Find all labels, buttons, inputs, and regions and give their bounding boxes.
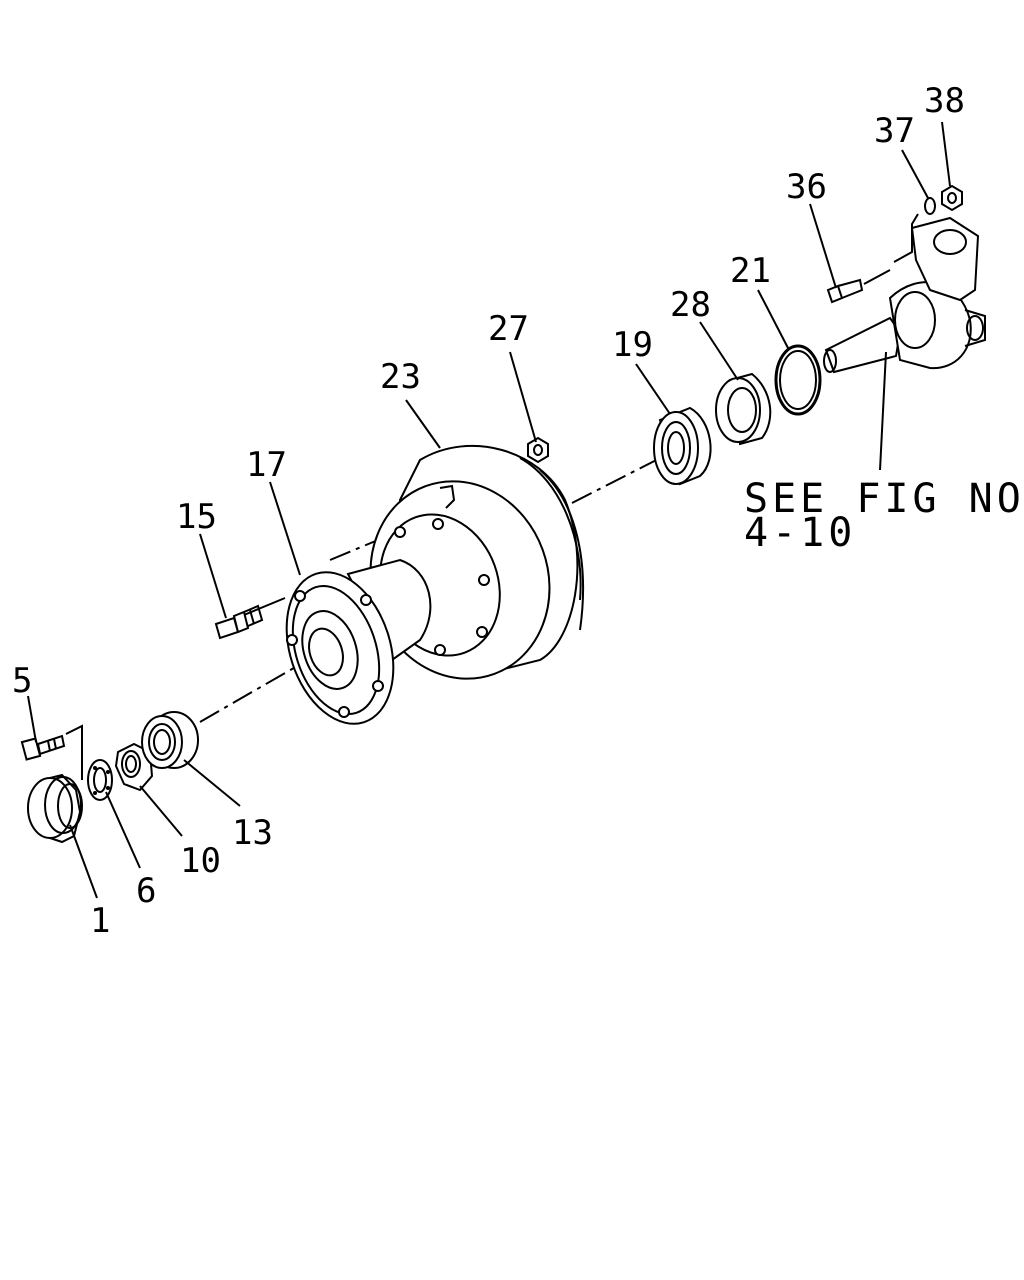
callout-17: 17	[246, 445, 287, 485]
callout-1: 1	[90, 901, 110, 941]
callout-37: 37	[874, 111, 915, 151]
lock-bolt	[20, 734, 66, 761]
callout-28: 28	[670, 285, 711, 325]
brake-drum	[369, 445, 585, 680]
callout-38: 38	[924, 81, 965, 121]
callout-36: 36	[786, 167, 827, 207]
knuckle-nut	[941, 184, 963, 212]
inner-bearing	[653, 406, 712, 486]
hub-stud	[214, 604, 264, 640]
outer-bearing	[141, 711, 199, 769]
callout-13: 13	[232, 813, 273, 853]
grease-cap	[27, 773, 83, 844]
callout-5: 5	[12, 661, 32, 701]
snap-ring	[774, 344, 822, 416]
callout-21: 21	[730, 251, 771, 291]
leader-lines	[27, 121, 951, 899]
small-washer	[924, 197, 936, 215]
hub-nut	[114, 742, 154, 792]
lock-washer	[87, 759, 113, 801]
steering-knuckle	[823, 216, 986, 374]
callout-6: 6	[136, 871, 156, 911]
callout-15: 15	[176, 497, 217, 537]
oil-seal	[715, 372, 772, 446]
reference-note-line-2: 4-10	[744, 510, 856, 556]
reference-note-line-1: SEE FIG NO.	[744, 476, 1024, 522]
small-nut	[527, 436, 549, 464]
knuckle-guide-line	[893, 213, 919, 263]
bolt-axis-line	[863, 269, 891, 285]
callout-23: 23	[380, 357, 421, 397]
wheel-hub	[285, 558, 432, 725]
bolt-guide-line	[65, 724, 83, 780]
knuckle-bolt	[826, 278, 864, 304]
callout-19: 19	[612, 325, 653, 365]
callout-27: 27	[488, 309, 529, 349]
callout-10: 10	[180, 841, 221, 881]
